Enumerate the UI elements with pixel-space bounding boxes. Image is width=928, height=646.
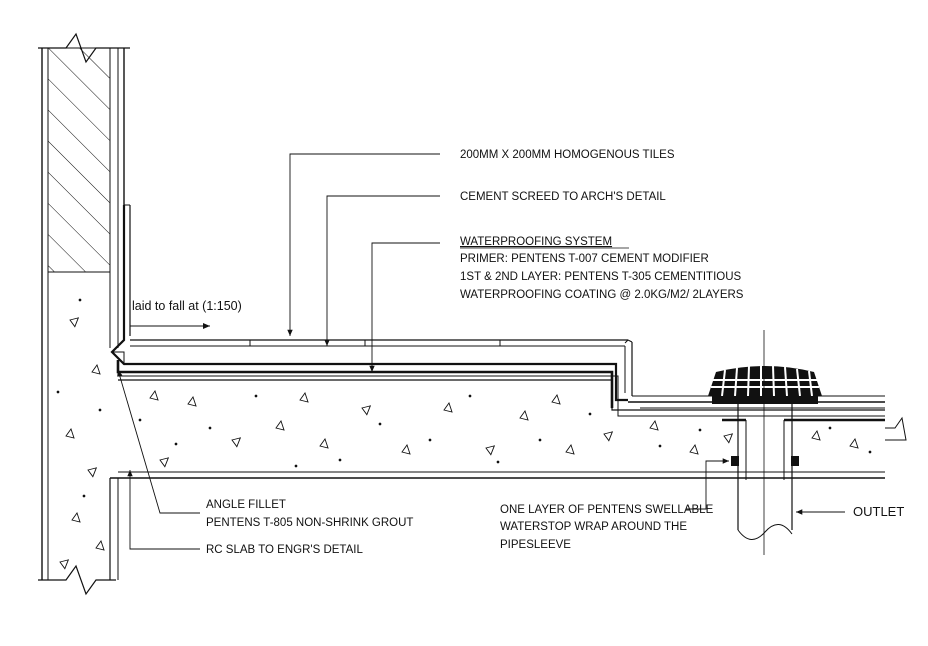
aggregate-mark: [231, 437, 242, 448]
aggregate-dot: [828, 426, 832, 430]
aggregate-mark: [69, 317, 80, 328]
label-waterproofing-title: WATERPROOFING SYSTEM: [460, 236, 612, 248]
break-mark-bottom: [38, 564, 116, 596]
aggregate-dot: [698, 428, 702, 432]
aggregate-dot: [496, 460, 500, 464]
aggregate-mark: [361, 405, 372, 416]
aggregate-dot: [588, 412, 592, 416]
angle-fillet: [110, 351, 125, 366]
label-angle-fillet: ANGLE FILLET: [206, 499, 286, 511]
aggregate-mark: [519, 410, 529, 421]
label-fall: laid to fall at (1:150): [132, 299, 242, 313]
waterstop-left: [731, 456, 739, 466]
label-outlet: OUTLET: [853, 504, 904, 519]
rc-column: [48, 271, 119, 580]
aggregate-mark: [723, 433, 734, 444]
label-waterproofing-coating: WATERPROOFING COATING @ 2.0KG/M2/ 2LAYER…: [460, 289, 744, 301]
aggregate-mark: [71, 512, 81, 523]
aggregate-mark: [319, 438, 329, 449]
aggregate-mark: [95, 540, 105, 551]
aggregate-mark: [565, 444, 575, 455]
aggregate-mark: [401, 444, 411, 455]
aggregate-dot: [138, 418, 142, 422]
concrete-aggregate: [56, 298, 872, 570]
aggregate-mark: [299, 392, 309, 403]
aggregate-dot: [254, 394, 258, 398]
aggregate-dot: [294, 464, 298, 468]
aggregate-mark: [485, 445, 496, 456]
aggregate-dot: [868, 450, 872, 454]
aggregate-dot: [78, 298, 82, 302]
label-fillet-material: PENTENS T-805 NON-SHRINK GROUT: [206, 517, 413, 529]
aggregate-mark: [689, 444, 699, 455]
aggregate-mark: [65, 428, 75, 439]
aggregate-mark: [87, 467, 98, 478]
outlet-pipe: [731, 330, 799, 555]
label-waterstop-line3: PIPESLEEVE: [500, 539, 571, 551]
aggregate-dot: [428, 438, 432, 442]
aggregate-dot: [174, 442, 178, 446]
aggregate-mark: [59, 559, 70, 570]
aggregate-dot: [208, 426, 212, 430]
label-screed: CEMENT SCREED TO ARCH'S DETAIL: [460, 191, 666, 203]
aggregate-mark: [149, 390, 159, 401]
label-rc-slab: RC SLAB TO ENGR'S DETAIL: [206, 544, 363, 556]
aggregate-mark: [91, 364, 101, 375]
wall: [38, 32, 130, 596]
floor-trap-grating: [708, 365, 822, 404]
aggregate-dot: [82, 494, 86, 498]
aggregate-dot: [538, 438, 542, 442]
aggregate-mark: [849, 438, 859, 449]
screed-and-tiles: [124, 204, 885, 409]
label-tiles: 200MM X 200MM HOMOGENOUS TILES: [460, 149, 675, 161]
label-waterstop-line2: WATERSTOP WRAP AROUND THE: [500, 521, 687, 533]
break-mark-top: [38, 32, 130, 64]
label-waterproofing-layers: 1ST & 2ND LAYER: PENTENS T-305 CEMENTITI…: [460, 271, 742, 283]
aggregate-mark: [551, 394, 561, 405]
brick-infill: [48, 48, 110, 272]
aggregate-mark: [649, 420, 659, 431]
aggregate-dot: [56, 390, 60, 394]
aggregate-dot: [468, 394, 472, 398]
aggregate-dot: [338, 458, 342, 462]
aggregate-dot: [98, 408, 102, 412]
aggregate-mark: [159, 457, 170, 468]
aggregate-mark: [443, 402, 453, 413]
waterstop-right: [791, 456, 799, 466]
aggregate-mark: [275, 420, 285, 431]
label-waterproofing-primer: PRIMER: PENTENS T-007 CEMENT MODIFIER: [460, 253, 709, 265]
aggregate-mark: [603, 431, 614, 442]
aggregate-dot: [378, 422, 382, 426]
label-waterstop-line1: ONE LAYER OF PENTENS SWELLABLE: [500, 504, 714, 516]
aggregate-mark: [811, 430, 821, 441]
aggregate-dot: [658, 444, 662, 448]
aggregate-mark: [187, 396, 197, 407]
leader-lines: [117, 153, 845, 550]
